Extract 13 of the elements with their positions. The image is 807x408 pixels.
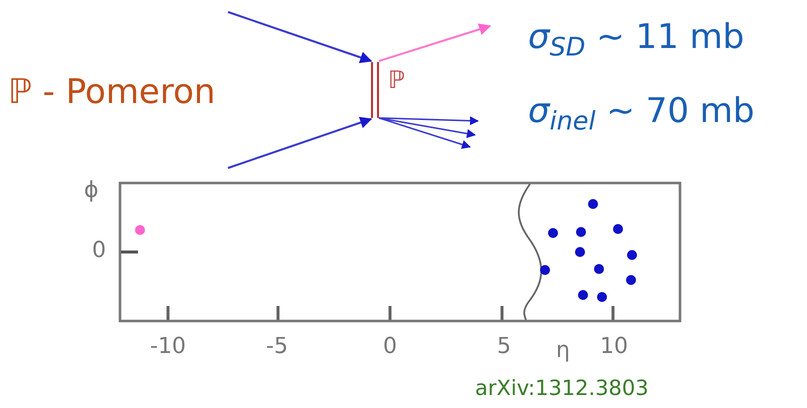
tick-label: 10	[600, 336, 628, 358]
formula-text: σ$_{SD}$ ∼ 11 mb	[528, 20, 744, 62]
tick-label: -10	[150, 336, 186, 358]
tick-label: 5	[497, 336, 511, 358]
citation-text: arXiv:1312.3803	[475, 378, 649, 399]
tick-label: 0	[92, 240, 106, 262]
formula-text: σ$_{inel}$ ∼ 70 mb	[528, 94, 754, 136]
tick-label: 0	[383, 336, 397, 358]
tick-label: -5	[266, 336, 288, 358]
axis-label: η	[556, 340, 570, 362]
particle-label: ℙ	[388, 68, 405, 92]
legend-text: ℙ - Pomeron	[8, 75, 216, 109]
axis-label: ϕ	[84, 180, 99, 202]
